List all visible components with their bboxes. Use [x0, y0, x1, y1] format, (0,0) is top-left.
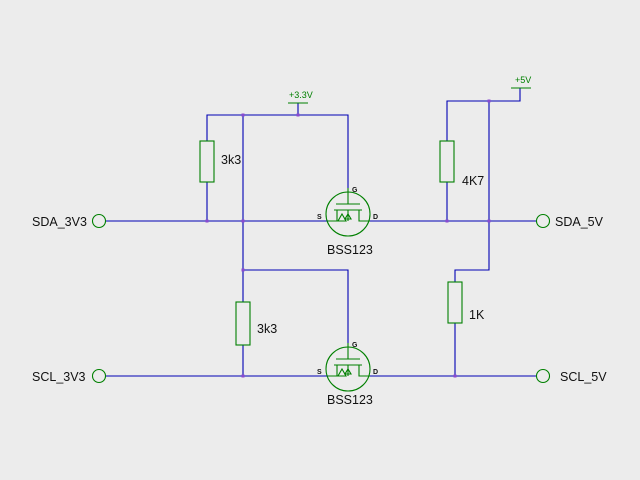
junction — [241, 268, 245, 272]
pin-gate-label: G — [352, 342, 358, 349]
junction — [241, 374, 245, 378]
port-label: SDA_5V — [555, 215, 604, 229]
resistor-scl-3v3[interactable]: 3k3 — [235, 301, 277, 346]
resistor-icon — [439, 140, 455, 183]
body-arrow-icon — [344, 367, 352, 375]
junction — [445, 219, 449, 223]
pin-source-label: S — [317, 369, 322, 376]
port-scl-5v[interactable]: SCL_5V — [535, 368, 608, 385]
resistor-value: 3k3 — [257, 322, 277, 336]
resistor-sda-3v3[interactable]: 3k3 — [199, 140, 241, 183]
resistor-icon — [199, 140, 215, 183]
junction — [487, 219, 491, 223]
resistor-sda-5v[interactable]: 4K7 — [439, 140, 484, 188]
diode-icon — [337, 367, 347, 377]
port-label: SCL_5V — [560, 370, 607, 384]
junction — [296, 113, 300, 117]
source-lead — [328, 210, 338, 222]
junction — [241, 113, 245, 117]
power-3v3[interactable]: +3.3V — [288, 90, 313, 104]
port-circle-icon — [91, 368, 107, 384]
resistor-scl-5v[interactable]: 1K — [447, 281, 485, 324]
wire-3v3-rail — [206, 114, 349, 188]
resistor-value: 1K — [469, 308, 485, 322]
junction — [241, 219, 245, 223]
source-lead — [328, 365, 338, 377]
body-arrow-icon — [344, 212, 352, 220]
pin-source-label: S — [317, 214, 322, 221]
junction — [453, 374, 457, 378]
resistor-value: 3k3 — [221, 153, 241, 167]
pin-drain-label: D — [373, 214, 378, 221]
drain-lead — [358, 365, 370, 377]
resistor-value: 4K7 — [462, 174, 484, 188]
mosfet-part-label: BSS123 — [327, 243, 373, 257]
pin-gate-label: G — [352, 187, 358, 194]
power-5v[interactable]: +5V — [511, 75, 531, 89]
junction — [205, 219, 209, 223]
resistor-icon — [447, 281, 463, 324]
power-label: +5V — [515, 75, 531, 85]
port-scl-3v3[interactable]: SCL_3V3 — [32, 368, 107, 385]
wire-5v-rail — [446, 88, 521, 141]
port-circle-icon — [91, 213, 107, 229]
mosfet-scl[interactable]: G S D BSS123 — [317, 342, 378, 407]
junctions — [205, 99, 491, 378]
resistor-icon — [235, 301, 251, 346]
drain-lead — [358, 210, 370, 222]
diode-icon — [337, 212, 347, 222]
port-sda-5v[interactable]: SDA_5V — [535, 213, 604, 230]
port-label: SDA_3V3 — [32, 215, 87, 229]
mosfet-sda[interactable]: G S D BSS123 — [317, 187, 378, 257]
pin-drain-label: D — [373, 369, 378, 376]
mosfet-part-label: BSS123 — [327, 393, 373, 407]
wires — [106, 88, 536, 377]
port-circle-icon — [535, 368, 551, 384]
port-circle-icon — [535, 213, 551, 229]
power-label: +3.3V — [289, 90, 313, 100]
port-sda-3v3[interactable]: SDA_3V3 — [32, 213, 107, 230]
port-label: SCL_3V3 — [32, 370, 86, 384]
wire-scl-gate — [243, 269, 349, 343]
junction — [487, 99, 491, 103]
wire-5v-vertical — [454, 101, 490, 282]
